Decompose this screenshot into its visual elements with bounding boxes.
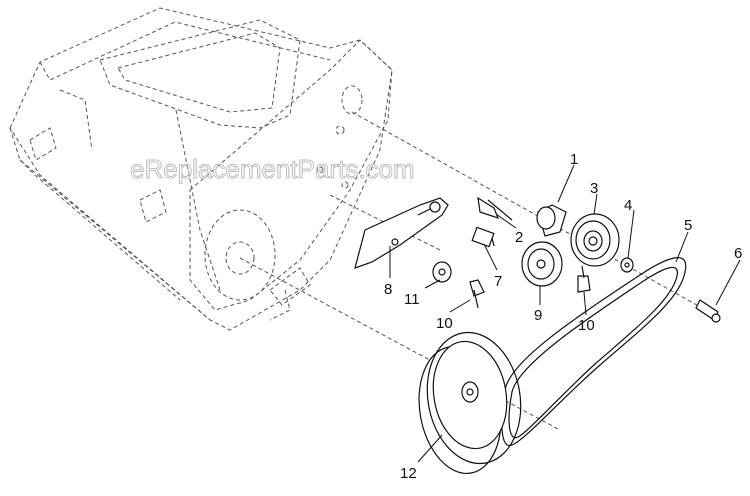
washer-11	[432, 261, 452, 283]
callout-5: 5	[684, 217, 692, 234]
bolt-10-left	[469, 279, 485, 309]
callout-10-left: 10	[436, 315, 453, 332]
housing-outline	[9, 7, 393, 331]
watermark-text: eReplacementParts.com	[130, 154, 415, 184]
callout-11: 11	[404, 291, 420, 308]
callout-8: 8	[384, 281, 392, 298]
bolt-10-right	[577, 265, 591, 293]
callouts: 1 2 3 4 5 6 7 8 9 10 10 11 12	[384, 151, 742, 482]
shoulder-spacer	[536, 204, 567, 237]
callout-9: 9	[534, 307, 542, 324]
callout-2: 2	[515, 229, 523, 246]
idler-bracket	[354, 197, 449, 269]
washer-4	[620, 257, 634, 273]
bolt-2	[477, 196, 513, 221]
spring-7	[471, 226, 495, 248]
v-belt	[501, 257, 687, 447]
callout-10-right: 10	[578, 317, 595, 334]
drive-pulley	[418, 331, 522, 475]
idler-pulley-lower	[521, 241, 563, 287]
callout-7: 7	[494, 273, 502, 290]
callout-1: 1	[570, 151, 578, 168]
lead-lines	[389, 164, 741, 463]
callout-6: 6	[734, 245, 742, 262]
callout-4: 4	[624, 197, 632, 214]
bolt-6	[695, 299, 721, 323]
callout-3: 3	[590, 180, 598, 197]
callout-12: 12	[400, 465, 417, 482]
idler-pulley-upper	[570, 213, 620, 267]
